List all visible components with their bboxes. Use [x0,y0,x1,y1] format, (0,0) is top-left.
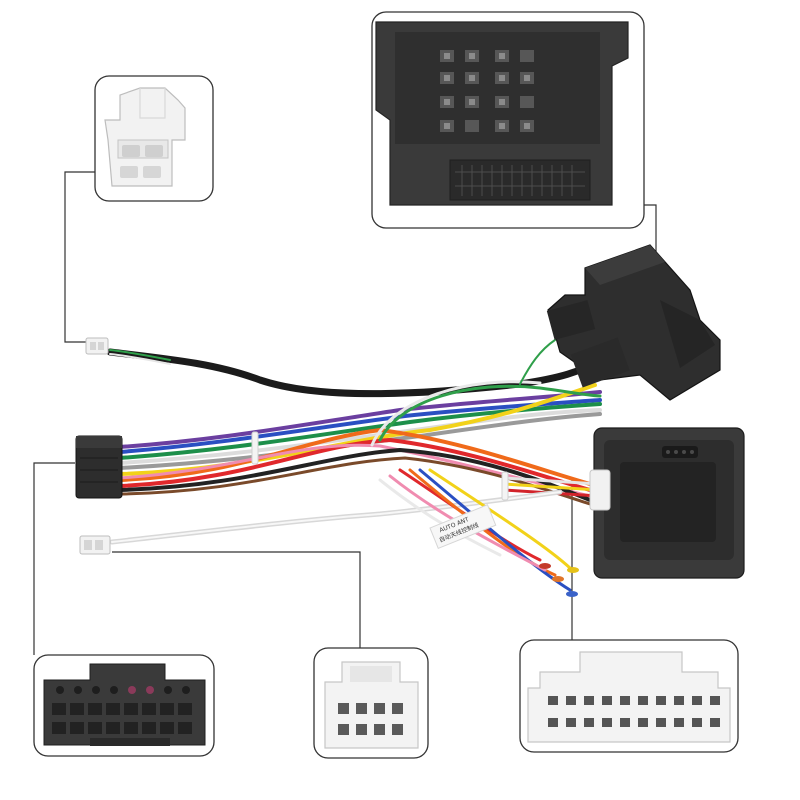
wire-grey [118,412,602,470]
wire-terminals [539,563,579,597]
leader-lines [33,171,657,655]
callout-white8-connector [313,647,429,759]
white-cable-lower-highlight [111,491,561,543]
iso16-cavities-top [56,686,190,694]
wire-arc-green [378,384,602,442]
zip-tie-right [501,471,509,501]
small-white-plug-top [85,337,109,355]
canbus-decoder-box [589,427,745,579]
quadlock-small-pins [455,165,585,196]
quadlock-on-harness [546,244,721,401]
white20-cavities [548,696,720,727]
white20-plug-closeup [527,651,731,743]
callout-quadlock-connector [371,11,645,229]
small-white-plug-bottom [79,535,111,555]
loose-wire-yellow [428,468,572,570]
callout-iso16-connector [33,654,215,757]
wire-bundle [106,339,604,592]
callout-white20-connector [519,639,739,753]
iso16-cavities-mid [52,703,192,734]
iso16-on-harness [75,435,123,499]
white8-cavities [338,703,403,735]
white8-plug-closeup [324,661,419,749]
quadlock-pins [444,53,530,129]
wire-red [118,437,592,492]
zip-tie-left [251,431,259,465]
leader-line-iso16 [33,462,75,655]
quadlock-plug-closeup [375,21,629,206]
leader-line-white8 [112,551,361,648]
wire-green [118,402,602,460]
white-2pin-plug-closeup [104,87,186,187]
wire-arc-white [370,380,542,447]
leader-line-small-white [64,171,95,343]
wire-pink [118,443,592,498]
white-wire-small [109,353,171,365]
wire-from-quadlock-green [519,339,556,385]
wire-purple [118,390,602,449]
green-wire-small [109,349,171,361]
callout-small-white-connector [94,75,214,202]
black-cable [106,348,604,398]
iso16-plug-closeup [43,663,206,746]
